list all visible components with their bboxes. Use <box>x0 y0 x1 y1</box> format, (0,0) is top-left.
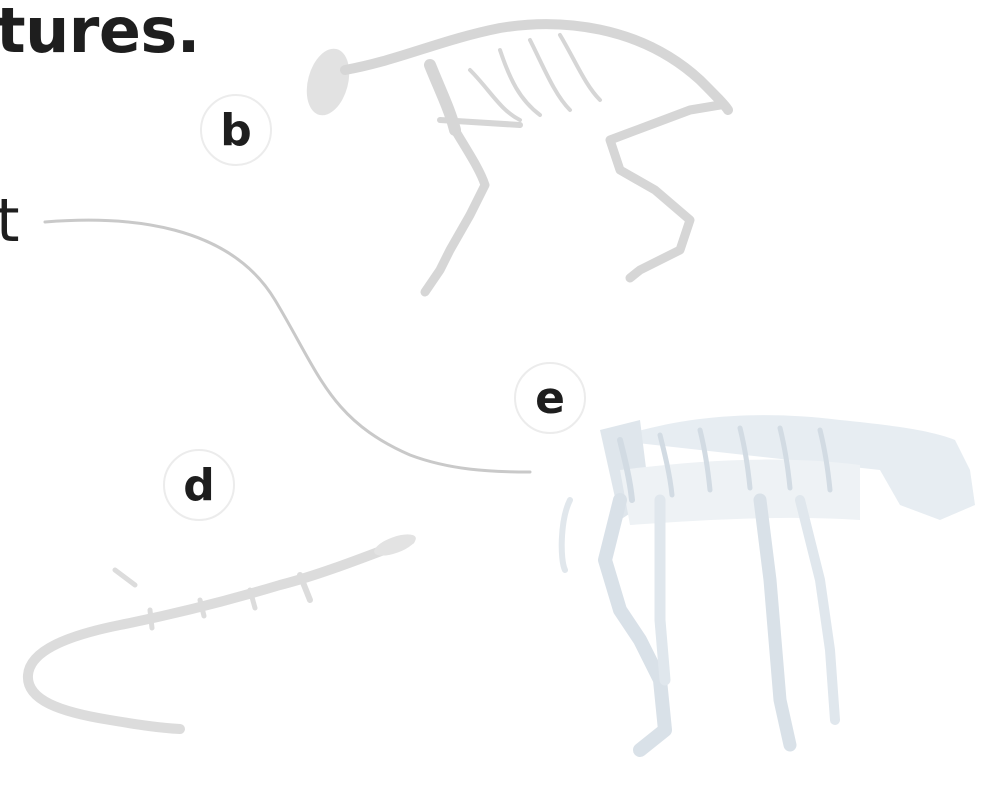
heading-fragment: tures. <box>0 0 200 67</box>
label-b: b <box>200 94 272 166</box>
label-d: d <box>163 449 235 521</box>
small-mammal-skeleton-icon <box>300 24 728 292</box>
snake-skeleton-icon <box>28 530 418 729</box>
quadruped-skeleton-icon <box>562 415 975 750</box>
word-fragment: t <box>0 186 20 256</box>
label-e: e <box>514 362 586 434</box>
connector-line[interactable] <box>45 220 530 472</box>
